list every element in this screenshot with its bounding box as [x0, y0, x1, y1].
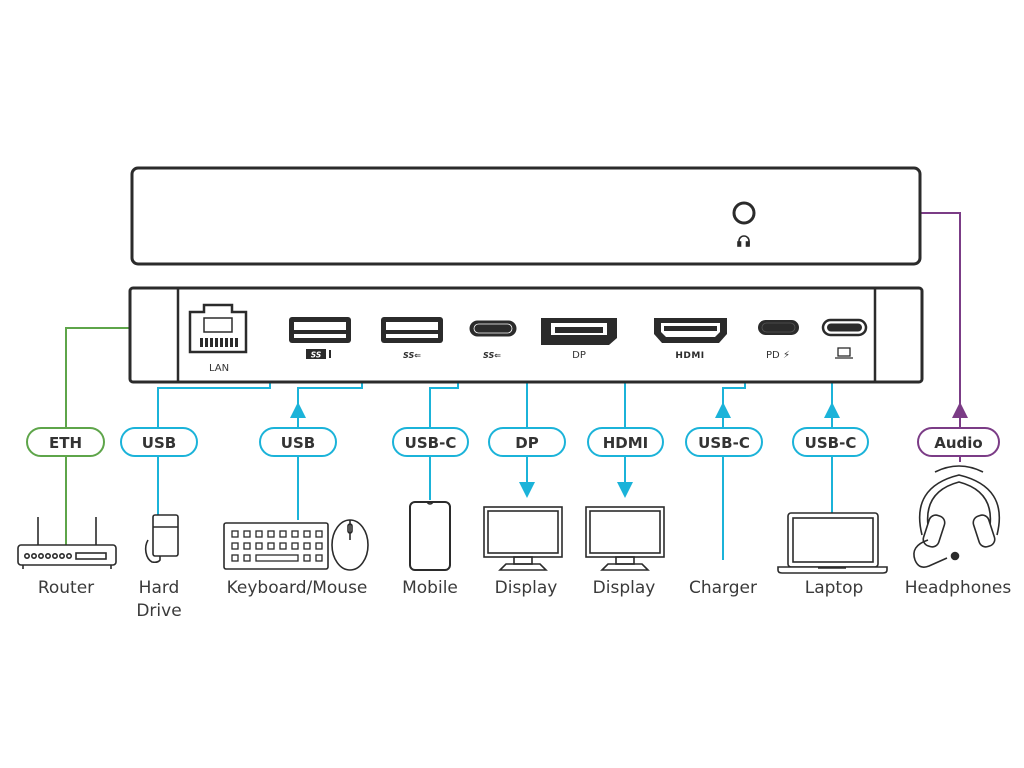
dp-pill — [488, 427, 566, 457]
device-label-hard-drive-line2: Drive — [136, 601, 181, 621]
lan-port-label: LAN — [209, 363, 229, 374]
svg-text:USB-C: USB-C — [405, 434, 457, 452]
svg-text:USB-C: USB-C — [805, 434, 857, 452]
headphone-jack[interactable] — [732, 201, 756, 225]
hard-drive-icon — [144, 514, 179, 564]
rear-panel: LAN SS SS⇐ SS⇐ DP — [128, 286, 924, 384]
lan-port[interactable] — [188, 303, 248, 354]
pd-port-label: PD ⚡ — [766, 350, 790, 361]
superspeed-usb-icon: SS⇐ — [403, 351, 421, 360]
arrow-up-icon — [952, 402, 968, 418]
hdmi-port[interactable] — [654, 318, 727, 343]
display-icon — [585, 506, 665, 571]
svg-text:SS: SS — [311, 351, 322, 360]
superspeed-usb-icon: SS⇐ — [483, 351, 501, 360]
device-label-display-dp: Display — [495, 578, 558, 598]
device-label-keyboard-mouse: Keyboard/Mouse — [227, 578, 368, 598]
keyboard-icon — [223, 522, 329, 570]
eth-pill — [26, 427, 105, 457]
svg-text:DP: DP — [515, 434, 538, 452]
audio-pill — [917, 427, 1000, 457]
laptop-icon — [835, 347, 853, 359]
svg-text:Audio: Audio — [934, 434, 982, 452]
mouse-icon — [331, 519, 369, 571]
dp-port-label: DP — [572, 350, 586, 361]
superspeed-usb-icon: SS — [306, 349, 331, 360]
svg-text:USB-C: USB-C — [698, 434, 750, 452]
arrow-up-icon — [715, 402, 731, 418]
usb-pill-hard-drive — [120, 427, 198, 457]
arrow-down-icon — [519, 482, 535, 498]
device-label-mobile: Mobile — [402, 578, 458, 598]
usbc-pill-charger — [685, 427, 763, 457]
device-label-charger: Charger — [689, 578, 757, 598]
displayport-port[interactable] — [541, 318, 617, 345]
headphones-icon — [913, 465, 1001, 568]
device-label-headphones: Headphones — [905, 578, 1012, 598]
device-label-hard-drive: Hard — [139, 578, 180, 598]
display-icon — [483, 506, 563, 571]
arrow-down-icon — [617, 482, 633, 498]
mobile-icon — [409, 501, 451, 571]
front-panel — [130, 166, 922, 266]
device-label-display-hdmi: Display — [593, 578, 656, 598]
arrow-up-icon — [824, 402, 840, 418]
svg-text:ETH: ETH — [49, 434, 82, 452]
usb-a-port-2[interactable] — [381, 317, 443, 343]
usb-pill-keyboard — [259, 427, 337, 457]
svg-text:USB: USB — [142, 434, 176, 452]
usb-a-port-1[interactable] — [289, 317, 351, 343]
device-label-laptop: Laptop — [805, 578, 864, 598]
arrow-up-icon — [290, 402, 306, 418]
laptop-icon — [777, 512, 888, 574]
device-label-router: Router — [38, 578, 94, 598]
hdmi-port-label: HDMI — [675, 351, 704, 361]
hdmi-pill — [587, 427, 664, 457]
usbc-pill-mobile — [392, 427, 469, 457]
usbc-pill-laptop — [792, 427, 869, 457]
headphone-icon — [737, 235, 750, 247]
svg-text:HDMI: HDMI — [603, 434, 649, 452]
router-icon — [17, 517, 117, 569]
svg-text:USB: USB — [281, 434, 315, 452]
